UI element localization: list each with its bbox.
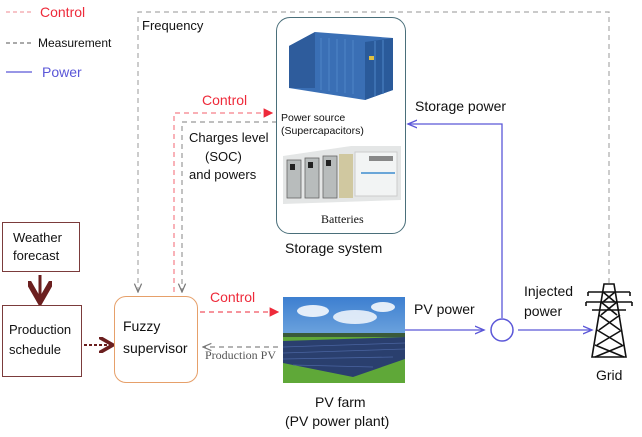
injected-power-label-line2: power (524, 303, 563, 319)
power-source-line1: Power source (281, 112, 346, 124)
grid-label: Grid (596, 367, 623, 383)
control-storage-line (173, 108, 274, 292)
fuzzy-supervisor-box[interactable]: Fuzzy supervisor (114, 296, 198, 383)
legend-measurement-label: Measurement (38, 36, 112, 50)
charges-level-label: Charges level (189, 130, 269, 145)
pv-farm-label-line2: (PV power plant) (285, 413, 390, 429)
fuzzy-supervisor-line2: supervisor (123, 340, 188, 356)
weather-forecast-line1: Weather (13, 230, 62, 245)
legend-power-label: Power (42, 64, 82, 80)
grid-tower-icon (585, 283, 633, 358)
storage-power-label: Storage power (415, 98, 507, 114)
fuzzy-supervisor-line1: Fuzzy (123, 318, 161, 334)
power-source-line2: (Supercapacitors) (281, 125, 364, 137)
control-storage-label: Control (202, 92, 248, 108)
batteries-image (281, 140, 403, 206)
soc-measurement-line (182, 121, 277, 292)
production-schedule-line2: schedule (9, 342, 62, 357)
frequency-label: Frequency (142, 18, 204, 33)
frequency-line (138, 11, 610, 292)
injected-power-label-line1: Injected (524, 283, 574, 299)
pv-farm-label-line1: PV farm (315, 394, 366, 410)
legend-control-label: Control (40, 4, 86, 20)
pv-farm-image[interactable] (282, 297, 406, 383)
supercapacitor-container-image (285, 28, 397, 104)
production-schedule-line1: Production (9, 322, 72, 337)
storage-power-line (408, 124, 503, 318)
production-pv-label: Production PV (205, 348, 277, 362)
soc-label: (SOC) (205, 149, 242, 164)
weather-forecast-line2: forecast (13, 248, 60, 263)
summing-node (490, 318, 514, 342)
batteries-label: Batteries (321, 212, 364, 226)
storage-system-label: Storage system (285, 240, 383, 256)
production-schedule-box[interactable]: Production schedule (2, 305, 82, 377)
weather-forecast-box[interactable]: Weather forecast (2, 222, 80, 272)
power-source-label: Power source (Supercapacitors) (281, 112, 364, 138)
and-powers-label: and powers (189, 167, 257, 182)
pv-power-label: PV power (414, 301, 475, 317)
storage-system-box[interactable]: Power source (Supercapacitors) Batteries (276, 17, 406, 234)
control-pv-label: Control (210, 289, 256, 305)
